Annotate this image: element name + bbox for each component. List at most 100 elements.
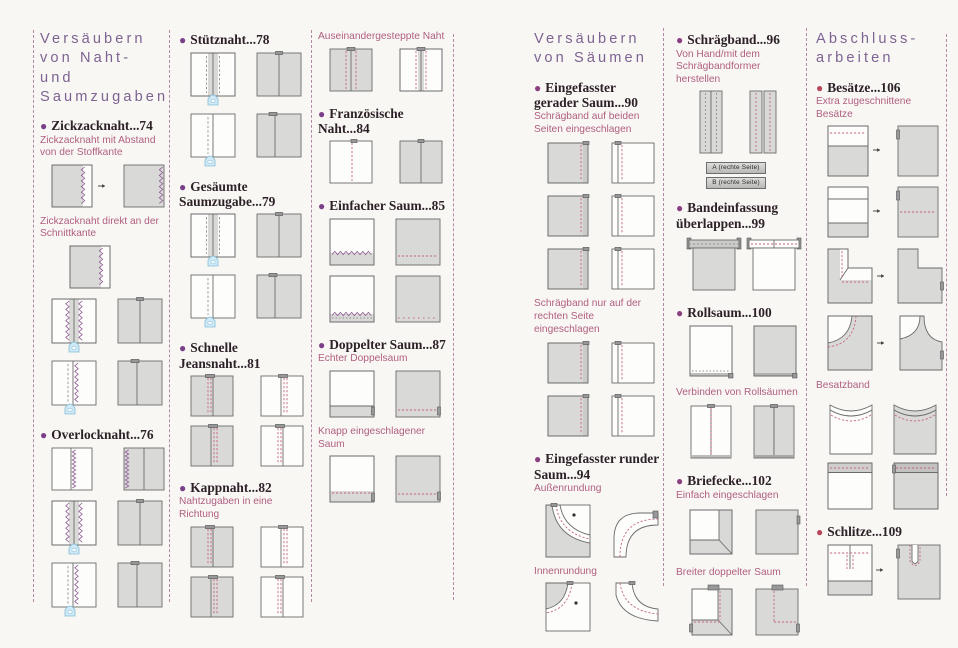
- toc-entry: ●Rollsaum...100: [676, 305, 803, 321]
- bound-outer-curve-diagram: [544, 499, 660, 561]
- figure-caption: Einfach eingeschlagen: [676, 489, 779, 501]
- rolled-hem-diagram: [686, 324, 803, 382]
- section-heading-line: Versäubern: [40, 31, 146, 47]
- toc-entry: ●Doppelter Saum...87: [318, 337, 449, 353]
- section-heading-line: Saumzugaben: [40, 88, 169, 105]
- entry-label: Doppelter Saum...87: [329, 336, 446, 352]
- bound-hem-right-side-step1-diagram: [544, 339, 660, 387]
- narrow-turned-hem-diagram: [328, 454, 449, 506]
- column-versaeubern-von-saeumen: Versäubern von Säumen ●Eingefasster gerade…: [534, 30, 660, 644]
- flat-felled-seam-step2-diagram: [189, 574, 307, 620]
- page-separator: [33, 30, 34, 602]
- facing-band-neckline-diagram: [826, 396, 948, 456]
- toc-entry: ●Briefecke...102: [676, 473, 803, 489]
- bullet-icon: ●: [318, 106, 326, 121]
- toc-entry: ●Französische Naht...84: [318, 106, 449, 137]
- bullet-icon: ●: [179, 33, 187, 47]
- entry-label: Gesäumte Saumzugabe...79: [179, 178, 276, 210]
- curved-facing-diagram: [826, 313, 948, 375]
- entry-label: Kappnaht...82: [190, 479, 272, 495]
- figure-caption: Von Hand/mit dem Schrägbandformer herste…: [676, 48, 761, 85]
- bullet-icon: ●: [318, 199, 326, 214]
- entry-label: Overlocknaht...76: [51, 427, 154, 443]
- corner-facing-diagram: [826, 246, 948, 308]
- pressed-open-zigzag-seam-diagram: [50, 297, 166, 354]
- entry-label: Schrägband...96: [687, 32, 780, 47]
- bound-hem-step1-diagram: [544, 139, 660, 187]
- entry-label: Schlitze...109: [827, 523, 903, 539]
- toc-entry: ●Besätze...106: [816, 80, 948, 96]
- entry-label: Briefecke...102: [687, 473, 772, 489]
- figure-caption: Schrägband auf beiden Seiten eingeschlag…: [534, 111, 640, 135]
- bullet-icon: ●: [534, 452, 542, 467]
- zigzag-offset-stitch-diagram: [50, 163, 166, 211]
- bullet-icon: ●: [40, 119, 48, 133]
- bound-hem-step2-diagram: [544, 192, 660, 240]
- page-separator: [311, 30, 312, 602]
- bullet-icon: ●: [816, 80, 824, 95]
- slit-diagram: [826, 543, 948, 603]
- toc-entry: ●Overlocknaht...76: [40, 427, 166, 443]
- simple-hem-zigzag-diagram: [328, 217, 449, 269]
- bullet-icon: ●: [676, 306, 684, 321]
- entry-label: Bandeinfassung überlappen...99: [676, 200, 779, 232]
- bound-hem-step3-diagram: [544, 245, 660, 293]
- bias-strip-label-text: A (rechte Seite): [712, 164, 760, 172]
- entry-label: Einfacher Saum...85: [329, 198, 446, 214]
- bullet-icon: ●: [676, 474, 684, 489]
- pressed-open-overlock-seam-diagram: [50, 498, 166, 556]
- figure-caption: Verbinden von Rollsäumen: [676, 386, 798, 398]
- section-heading-line: arbeiten: [816, 50, 894, 67]
- toc-entry: ●Eingefasster runder Saum...94: [534, 451, 660, 482]
- overlock-stitch-pair-diagram: [50, 446, 166, 494]
- page-separator: [806, 28, 807, 586]
- bullet-icon: ●: [676, 33, 684, 47]
- bullet-icon: ●: [179, 480, 187, 495]
- column-saeume: Auseinandergesteppte Naht●Französische N…: [318, 30, 449, 511]
- jeans-seam-step1-diagram: [189, 374, 307, 419]
- toc-entry: ●Schlitze...109: [816, 524, 948, 540]
- simple-hem-stitched-diagram: [328, 274, 449, 326]
- bullet-icon: ●: [676, 201, 684, 216]
- page-separator: [663, 28, 664, 586]
- column-stuetznaht-kappnaht: ●Stütznaht...78●Gesäumte Saumzugabe...79…: [179, 30, 307, 625]
- bound-inner-curve-diagram: [544, 581, 660, 639]
- bullet-icon: ●: [40, 428, 48, 443]
- figure-caption: Breiter doppelter Saum: [676, 566, 781, 578]
- hemmed-allowance-open-diagram: [189, 212, 307, 268]
- side-pressed-zigzag-seam-diagram: [50, 359, 166, 416]
- bullet-icon: ●: [179, 179, 187, 194]
- cut-facing-step2-diagram: [826, 185, 948, 241]
- mitered-corner-double-hem-diagram: [686, 582, 803, 643]
- toc-entry: ●Einfacher Saum...85: [318, 198, 449, 214]
- section-heading-line: Versäubern: [534, 31, 640, 47]
- double-hem-diagram: [328, 369, 449, 421]
- figure-caption: Auseinandergesteppte Naht: [318, 31, 445, 42]
- bound-hem-right-side-step2-diagram: [544, 392, 660, 440]
- joining-rolled-hems-diagram: [686, 402, 803, 462]
- figure-caption: Zickzacknaht direkt an der Schnittkante: [40, 215, 159, 240]
- bullet-icon: ●: [534, 80, 542, 95]
- stay-stitch-pressed-open-diagram: [189, 50, 307, 107]
- section-heading-line: von Säumen: [534, 50, 647, 67]
- toc-entry: ●Stütznaht...78: [179, 32, 307, 48]
- bias-strip-label-text: B (rechte Seite): [712, 179, 760, 187]
- toc-entry: ●Gesäumte Saumzugabe...79: [179, 179, 307, 210]
- jeans-seam-step2-diagram: [189, 424, 307, 469]
- entry-label: Besätze...106: [827, 79, 901, 95]
- figure-caption: Zickzacknaht mit Abstand von der Stoffka…: [40, 134, 156, 159]
- toc-entry: ●Kappnaht...82: [179, 480, 307, 496]
- mitered-corner-single-diagram: [686, 506, 803, 562]
- figure-caption: Schrägband nur auf der rechten Seite ein…: [534, 298, 642, 335]
- hemmed-allowance-side-diagram: [189, 273, 307, 329]
- entry-label: Französische Naht...84: [318, 105, 404, 137]
- bullet-icon: ●: [179, 341, 187, 356]
- bias-strip-label: A (rechte Seite): [706, 162, 766, 175]
- toc-entry: ●Schnelle Jeansnaht...81: [179, 340, 307, 371]
- section-heading-line: von Naht- und: [40, 50, 132, 86]
- toc-entry: ●Eingefasster gerader Saum...90: [534, 80, 660, 111]
